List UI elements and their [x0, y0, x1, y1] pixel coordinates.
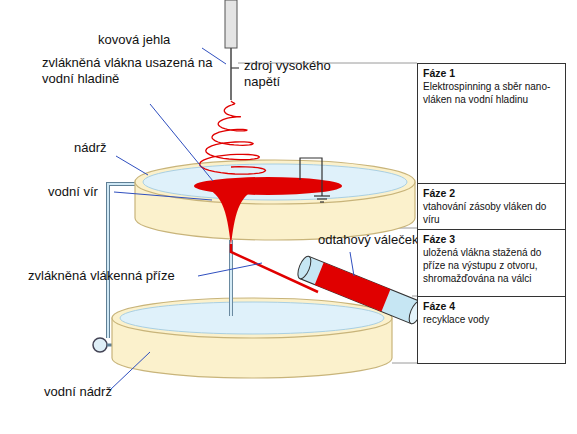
- part-label: zvlákněná vlákna usazená na vodní hladin…: [42, 55, 224, 87]
- phase-text: uložená vlákna stažená do příze na výstu…: [423, 246, 560, 285]
- return-pipe: [93, 338, 107, 352]
- part-label: kovová jehla: [98, 32, 208, 48]
- fibre-mat: [231, 244, 318, 292]
- part-label: nádrž: [74, 140, 134, 156]
- phase-band: Fáze 4recyklace vody: [417, 296, 566, 364]
- part-label: zvlákněná vlákenná příze: [28, 268, 203, 284]
- leader-line: [116, 156, 148, 175]
- leader-line: [350, 252, 354, 276]
- leader-line: [114, 192, 212, 200]
- phase-text: vtahování zásoby vláken do víru: [423, 200, 560, 226]
- metal-needle: [231, 67, 239, 68]
- take-up-roller: [295, 255, 425, 326]
- metal-needle: [225, 0, 239, 100]
- metal-needle: [230, 48, 232, 100]
- phase-text: Elektrospinning a sběr nano-vláken na vo…: [423, 80, 560, 106]
- leader-line: [110, 352, 150, 390]
- phase-band: Fáze 1Elektrospinning a sběr nano-vláken…: [417, 63, 566, 184]
- part-label: zdroj vysokého napětí: [244, 58, 344, 90]
- phase-band: Fáze 3uložená vlákna stažená do příze na…: [417, 229, 566, 297]
- lower-tank: [112, 298, 392, 378]
- upper-tank: [143, 164, 407, 200]
- upper-tank: [135, 160, 415, 240]
- phase-leader: [392, 363, 417, 364]
- phase-band: Fáze 2vtahování zásoby vláken do víru: [417, 183, 566, 230]
- ground-wire: [300, 158, 330, 202]
- phase-heading: Fáze 4: [423, 300, 560, 313]
- lower-tank: [120, 302, 384, 334]
- fibre-mat: [198, 186, 266, 246]
- fibre-jet: [200, 101, 266, 174]
- ground-wire: [314, 195, 330, 196]
- phase-heading: Fáze 2: [423, 187, 560, 200]
- lower-tank: [112, 298, 392, 338]
- phase-heading: Fáze 1: [423, 67, 560, 80]
- leader-line: [110, 48, 354, 390]
- ground-wire: [320, 201, 324, 202]
- phase-text: recyklace vody: [423, 313, 560, 326]
- leader-line: [198, 263, 262, 276]
- take-up-roller: [295, 255, 313, 281]
- part-label: vodní nádrž: [44, 384, 144, 400]
- leader-line: [150, 104, 213, 181]
- metal-needle: [225, 0, 237, 48]
- take-up-roller: [300, 256, 420, 323]
- ground-wire: [317, 198, 327, 199]
- part-label: odtahový váleček: [318, 232, 428, 248]
- ground-wire: [300, 158, 322, 196]
- phase-heading: Fáze 3: [423, 233, 560, 246]
- part-label: vodní vír: [48, 184, 118, 200]
